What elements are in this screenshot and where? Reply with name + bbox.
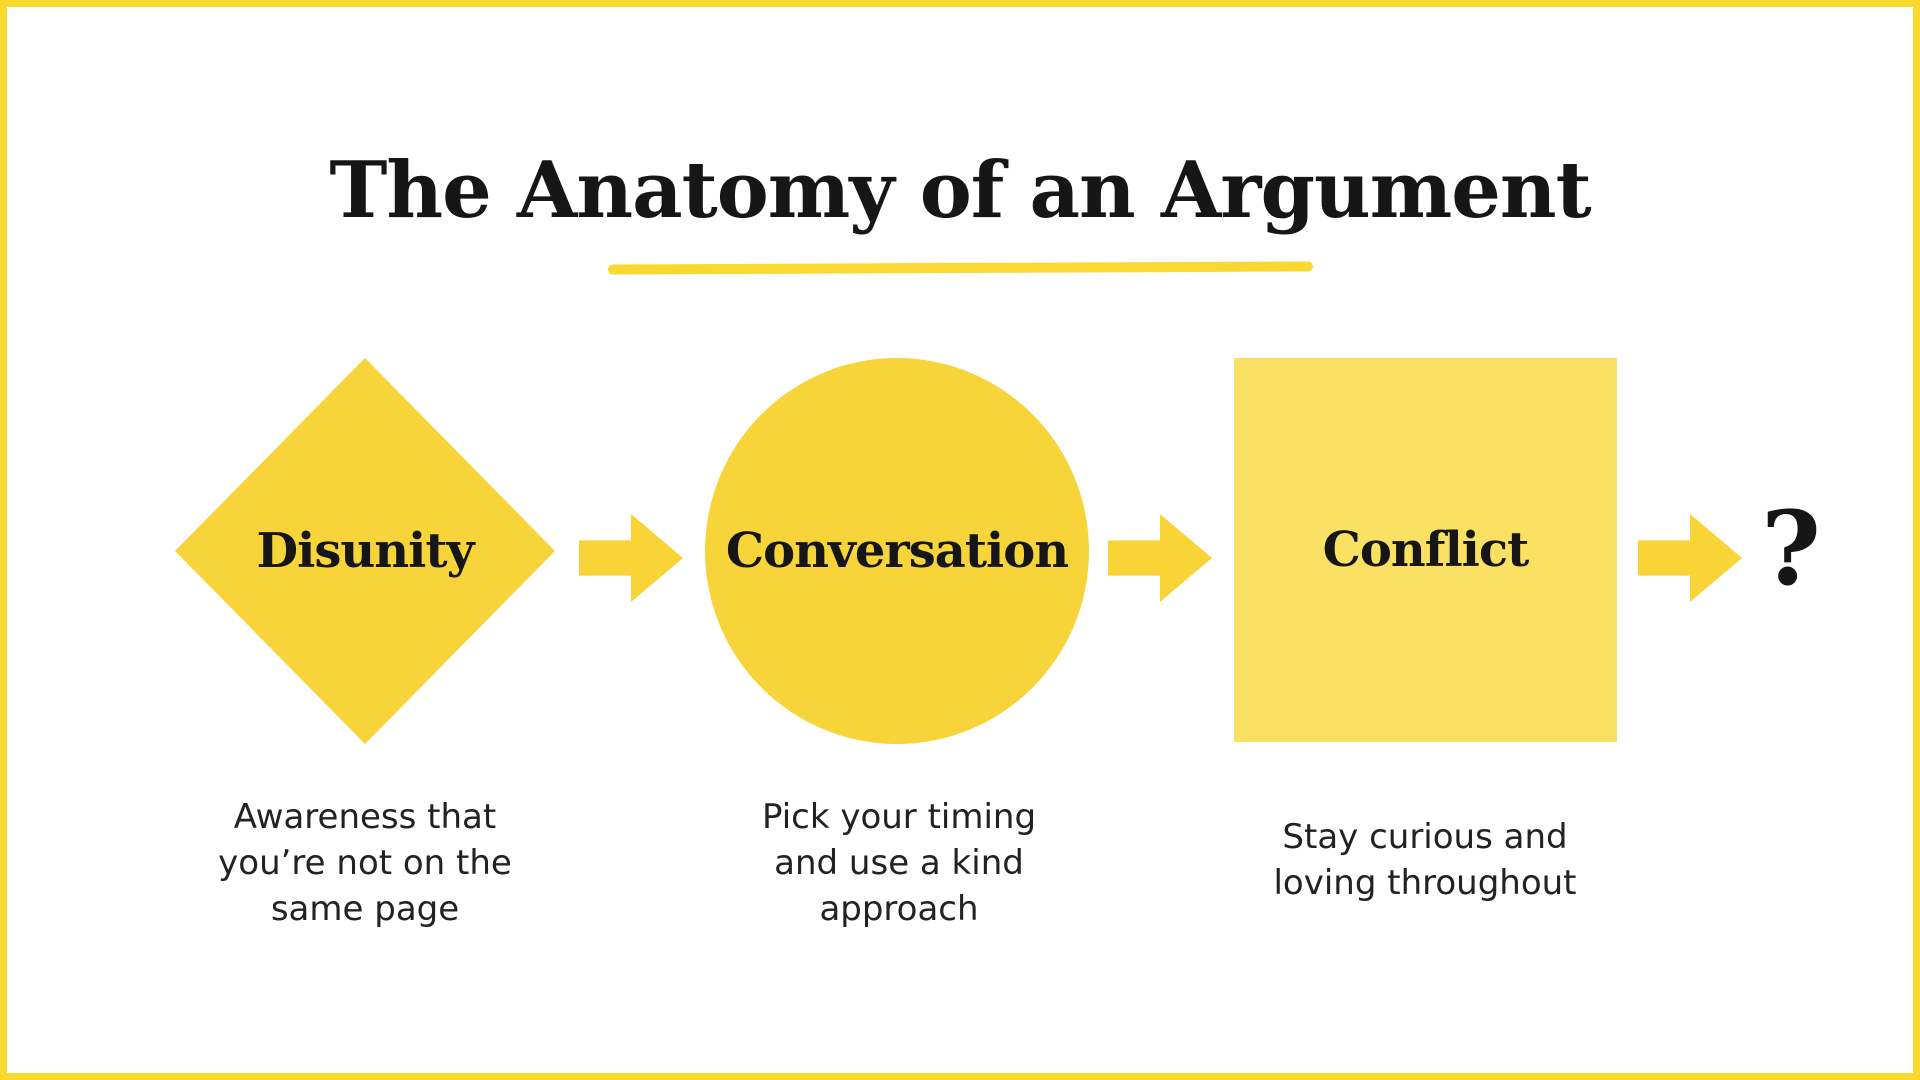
caption-line: and use a kind <box>774 843 1024 883</box>
step-label-disunity: Disunity <box>256 523 475 579</box>
step-shape-conversation: Conversation <box>705 358 1089 744</box>
caption-line: you’re not on the <box>218 843 512 883</box>
title-underline <box>607 261 1314 275</box>
arrow-right-icon <box>1108 514 1212 602</box>
step-caption-conversation: Pick your timing and use a kind approach <box>689 794 1109 932</box>
question-mark: ? <box>1761 489 1821 609</box>
caption-line: Stay curious and <box>1282 817 1568 857</box>
caption-line: loving throughout <box>1273 863 1577 903</box>
step-caption-disunity: Awareness that you’re not on the same pa… <box>155 794 575 932</box>
step-label-conflict: Conflict <box>1322 522 1530 578</box>
caption-line: Awareness that <box>233 797 497 837</box>
caption-line: approach <box>819 889 979 929</box>
step-shape-disunity: Disunity <box>175 358 555 744</box>
page-title: The Anatomy of an Argument <box>329 145 1591 236</box>
arrow-right-icon <box>579 514 683 602</box>
step-caption-conflict: Stay curious and loving throughout <box>1215 814 1635 906</box>
step-shape-conflict: Conflict <box>1234 358 1617 742</box>
arrow-right-icon <box>1638 514 1742 602</box>
caption-line: Pick your timing <box>761 797 1037 837</box>
step-label-conversation: Conversation <box>725 523 1069 579</box>
caption-line: same page <box>270 889 460 929</box>
